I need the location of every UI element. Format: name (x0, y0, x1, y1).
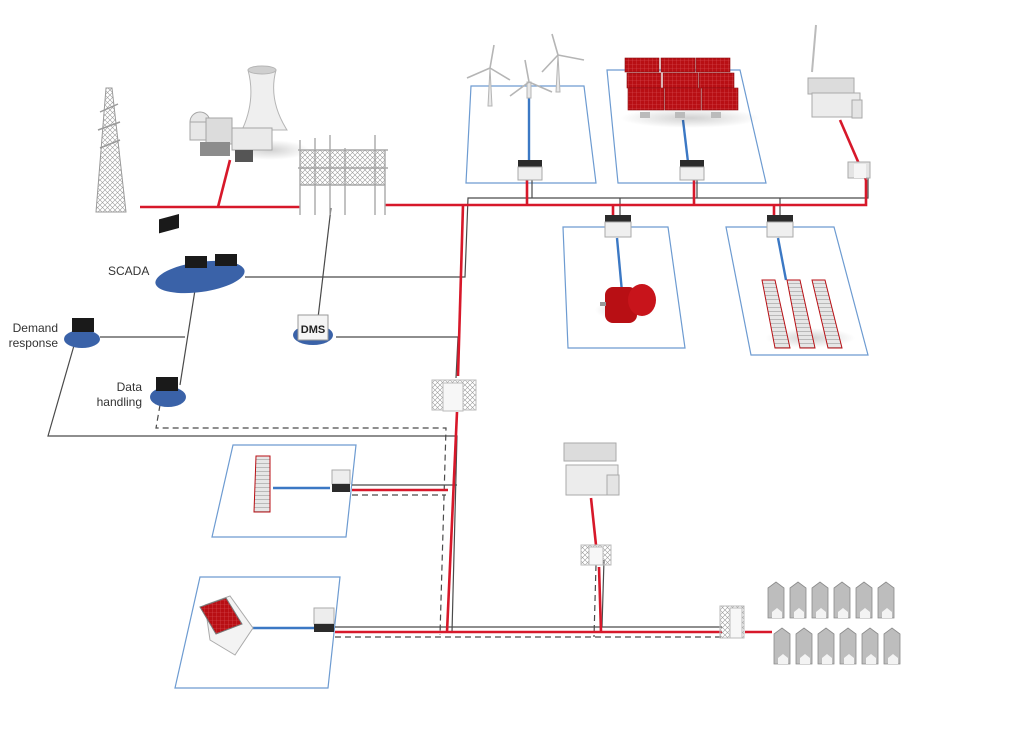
home-battery (253, 455, 271, 513)
power-lines (140, 119, 868, 634)
residential-neighborhood (767, 581, 901, 665)
scada-station (155, 214, 245, 294)
industrial-plant-top (807, 24, 863, 119)
wind-turbine (509, 59, 553, 99)
demand-response-station (64, 318, 100, 348)
demand-response-label-line1: Demand (12, 321, 58, 335)
house (789, 581, 807, 619)
nuclear-plant (189, 65, 310, 162)
dms-station: DMS (293, 314, 333, 345)
inverter-battery (766, 215, 794, 238)
zone-home-battery (211, 444, 357, 538)
wind-turbine (466, 44, 511, 107)
inverter-motor (604, 215, 632, 238)
battery-storage (761, 279, 855, 349)
data-handling-label-line2: handling (96, 395, 142, 409)
house (795, 627, 813, 665)
data-handling-station (150, 377, 186, 407)
house (811, 581, 829, 619)
house (773, 627, 791, 665)
house (817, 627, 835, 665)
house (855, 581, 873, 619)
inverter-wind (517, 160, 543, 181)
wind-farm (466, 33, 585, 107)
demand-response-label: Demand response (0, 321, 58, 351)
inverter-home-battery (331, 469, 351, 492)
solar-farm (620, 57, 760, 128)
transformer-top-right (847, 161, 871, 179)
substation (298, 135, 388, 215)
zone-house (174, 576, 341, 689)
wind-turbine (541, 33, 585, 93)
communication-lines (47, 172, 869, 633)
house-solar (199, 595, 254, 656)
house (767, 581, 785, 619)
zone-solar-farm (606, 69, 767, 184)
motor-load (595, 284, 656, 323)
commercial-building (563, 442, 620, 496)
house (833, 581, 851, 619)
data-handling-label-line1: Data (116, 380, 142, 394)
data-handling-label: Data handling (80, 380, 142, 410)
data-lines (155, 404, 722, 638)
house (839, 627, 857, 665)
zone-wind-farm (465, 85, 597, 184)
house (883, 627, 901, 665)
house (877, 581, 895, 619)
inverter-house (313, 607, 335, 632)
transformer-neighborhood (719, 605, 745, 639)
distribution-transformer (431, 379, 477, 412)
scada-label: SCADA (108, 264, 150, 278)
inverters (313, 160, 794, 632)
zone-battery-storage (725, 226, 869, 356)
zone-motor (562, 226, 686, 349)
house (861, 627, 879, 665)
zone-borders (174, 69, 869, 689)
demand-response-label-line2: response (8, 336, 58, 350)
dms-label: DMS (301, 324, 325, 336)
transmission-tower (95, 87, 127, 213)
inverter-solar (679, 160, 705, 181)
transformer-commercial (580, 544, 612, 566)
